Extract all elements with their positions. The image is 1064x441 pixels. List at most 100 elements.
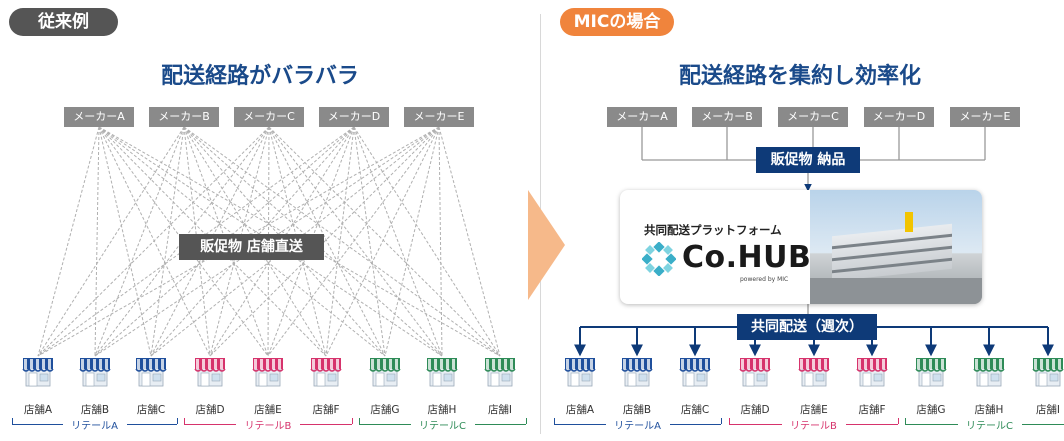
right-retail-tick [729,418,730,424]
dashed-route-4-4 [267,126,440,357]
dashed-route-1-2 [150,126,185,357]
left-store-label: 店舗F [312,404,340,416]
dashed-route-2-3 [209,126,270,357]
dashed-route-2-1 [94,126,270,357]
dashed-route-0-3 [98,126,211,357]
right-badge: MICの場合 [560,8,674,36]
dashed-route-4-3 [209,126,440,357]
right-retail-label: リテールA [605,417,670,432]
right-store-label: 店舗D [740,404,770,416]
delivery-label: 共同配送（週次） [737,314,877,340]
left-maker-1: メーカーB [149,107,219,127]
store-icon [973,358,1005,387]
dashed-route-2-4 [267,126,270,357]
left-retail-label: リテールA [62,417,127,432]
right-store-label: 店舗C [680,404,710,416]
left-store-label: 店舗I [487,404,513,416]
left-badge: 従来例 [9,8,118,36]
left-maker-4: メーカーE [404,107,474,127]
warehouse-photo [810,190,982,304]
right-retail-label: リテールC [957,417,1022,432]
right-retail-tick [721,418,722,424]
left-retail-label: リテールC [410,417,475,432]
right-maker-3: メーカーD [864,107,934,127]
store-icon [369,358,401,387]
right-maker-4: メーカーE [950,107,1020,127]
right-maker-1: メーカーB [692,107,762,127]
store-icon [194,358,226,387]
left-retail-tick [184,418,185,424]
store-icon [426,358,458,387]
left-retail-tick [359,418,360,424]
right-store-label: 店舗E [800,404,828,416]
left-store-label: 店舗D [195,404,225,416]
store-icon [621,358,653,387]
left-store-label: 店舗E [254,404,282,416]
platform-powered: powered by MIC [740,276,789,283]
dashed-route-3-8 [353,126,501,357]
left-retail-tick [352,418,353,424]
dashed-route-2-2 [150,126,270,357]
right-store-label: 店舗H [974,404,1004,416]
left-store-label: 店舗G [370,404,400,416]
store-icon [915,358,947,387]
dashed-route-4-8 [438,126,501,357]
store-icon [856,358,888,387]
right-store-label: 店舗B [622,404,652,416]
right-maker-0: メーカーA [607,107,677,127]
platform-logo: Co.HUB [682,240,812,275]
store-icon [798,358,830,387]
store-icon [484,358,516,387]
dashed-route-4-7 [438,126,443,357]
dashed-route-0-6 [98,126,386,357]
left-center-label: 販促物 店舗直送 [179,234,324,260]
right-store-label: 店舗A [565,404,595,416]
dashed-route-3-2 [150,126,355,357]
left-maker-3: メーカーD [319,107,389,127]
right-title: 配送経路を集約し効率化 [678,64,921,89]
dashed-route-0-2 [98,126,152,357]
right-retail-tick [905,418,906,424]
transition-arrow [528,190,565,300]
store-icon [679,358,711,387]
platform-caption: 共同配送プラットフォーム [644,223,782,237]
dashed-route-4-6 [384,126,440,357]
left-store-label: 店舗C [136,404,166,416]
right-store-label: 店舗F [858,404,886,416]
dashed-route-4-2 [150,126,440,357]
right-retail-tick [554,418,555,424]
store-icon [739,358,771,387]
dashed-route-0-1 [94,126,100,357]
collect-label: 販促物 納品 [756,147,860,173]
dashed-route-1-0 [37,126,185,357]
dashed-route-4-5 [325,126,440,357]
left-maker-2: メーカーC [234,107,304,127]
right-store-label: 店舗I [1035,404,1061,416]
cohub-logo-icon [641,241,677,277]
left-title: 配送経路がバラバラ [161,64,359,89]
left-retail-label: リテールB [236,417,300,432]
dashed-route-3-6 [353,126,386,357]
dashed-route-2-0 [37,126,270,357]
store-icon [1032,358,1064,387]
left-retail-tick [526,418,527,424]
right-retail-label: リテールB [781,417,846,432]
left-store-label: 店舗H [427,404,457,416]
dashed-route-3-5 [325,126,355,357]
dashed-route-3-7 [353,126,443,357]
store-icon [79,358,111,387]
right-maker-2: メーカーC [778,107,848,127]
dashed-route-1-8 [183,126,501,357]
left-retail-tick [12,418,13,424]
right-retail-tick [898,418,899,424]
store-icon [310,358,342,387]
left-store-label: 店舗B [80,404,110,416]
store-icon [135,358,167,387]
dashed-route-1-1 [94,126,185,357]
left-retail-tick [177,418,178,424]
dashed-route-2-6 [268,126,386,357]
dashed-route-2-7 [268,126,443,357]
store-icon [22,358,54,387]
dashed-route-2-8 [268,126,501,357]
